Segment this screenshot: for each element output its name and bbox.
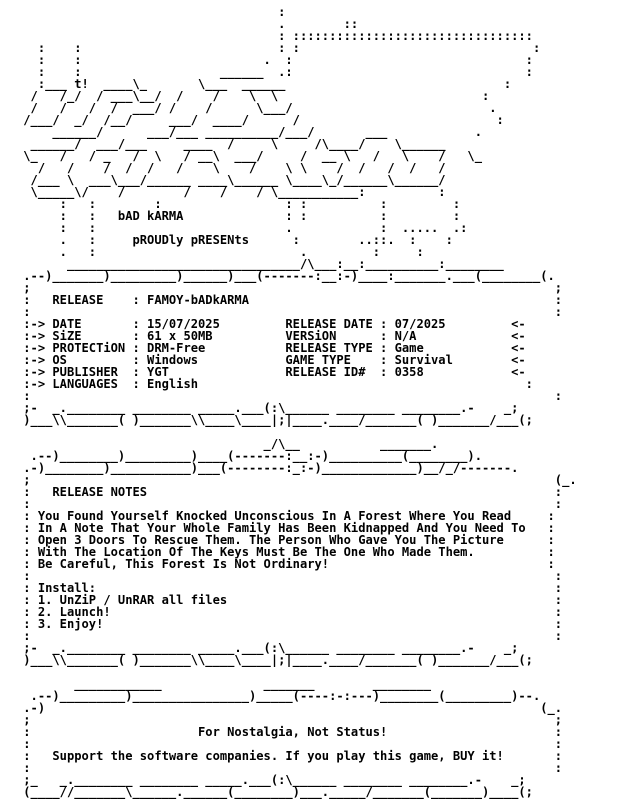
nfo-line: : : — [16, 761, 563, 775]
nfo-line: .-) (_. — [16, 701, 563, 715]
nfo-line: \_ / / _ / \ / __\ ___/ / __ \ / \ / \_ — [16, 149, 482, 163]
nfo-line: / / / / ___/ / / \___/ . — [16, 101, 497, 115]
nfo-text: : . :: : :::::::::::::::::::::::::::::::… — [16, 5, 577, 799]
nfo-line: : Support the software companies. If you… — [16, 749, 563, 763]
nfo-line: : : — [16, 497, 563, 511]
nfo-line: / /_/ / ___\__/ / / \ \ : — [16, 89, 490, 103]
nfo-line: ; ; — [16, 281, 563, 295]
nfo-line: :-> LANGUAGES : English : — [16, 377, 533, 391]
nfo-line: /___/ _/ /__/ ___/ ____/ / : — [16, 113, 504, 127]
nfo-line: .--)_________)________________)_____(---… — [16, 689, 541, 703]
nfo-line: : : : : : : : — [16, 197, 461, 211]
nfo-line: \_____\/ / / / / \___________: : — [16, 185, 446, 199]
nfo-line: : : ______ .: : — [16, 65, 533, 79]
nfo-line: .--)_______)_________)______)___(-------… — [16, 269, 555, 283]
nfo-line: ;- _.________ ________ _____.___(:\_____… — [16, 641, 519, 655]
nfo-line: :-> DATE : 15/07/2025 RELEASE DATE : 07/… — [16, 317, 526, 331]
nfo-line: : : : : : — [16, 41, 541, 55]
nfo-line: . :: — [16, 17, 359, 31]
nfo-line: : : — [16, 569, 563, 583]
nfo-line: :___ t! ____\_ \___ ______ : — [16, 77, 512, 91]
nfo-line: . : pROUDly pRESENts : ..::. : : — [16, 233, 453, 247]
nfo-line: : : — [16, 737, 563, 751]
nfo-line: : : — [16, 305, 563, 319]
nfo-line: ______/ ___/___ __________/___/ ___ . — [16, 125, 482, 139]
nfo-line: .--)________)_________)____(-------:__:-… — [16, 449, 482, 463]
nfo-line: :-> PUBLISHER : YGT RELEASE ID# : 0358 <… — [16, 365, 526, 379]
nfo-line: ____________ _______ ________ — [16, 677, 432, 691]
nfo-line: : Install: : — [16, 581, 563, 595]
nfo-line: : Be Careful, This Forest Is Not Ordinar… — [16, 557, 555, 571]
nfo-line: : In A Note That Your Whole Family Has B… — [16, 521, 555, 535]
nfo-line: ; (_. — [16, 473, 577, 487]
nfo-line: : — [16, 5, 286, 19]
nfo-line: ; ; — [16, 713, 563, 727]
nfo-line: : : . : ..... .: — [16, 221, 468, 235]
nfo-line: .-)________)___________)___(--------:_:-… — [16, 461, 519, 475]
nfo-line: : 3. Enjoy! : — [16, 617, 563, 631]
nfo-line: : : bAD kARMA : : : : — [16, 209, 461, 223]
nfo-line: :-> SiZE : 61 x 50MB VERSiON : N/A <- — [16, 329, 526, 343]
nfo-line: : : . : : — [16, 53, 533, 67]
nfo-line: ;_ _.________ ________ _____.___(:\_____… — [16, 773, 526, 787]
nfo-line: : Open 3 Doors To Rescue Them. The Perso… — [16, 533, 555, 547]
nfo-line: : With The Location Of The Keys Must Be … — [16, 545, 555, 559]
nfo-line: ;- _.________ ________ _____.___(:\_____… — [16, 401, 519, 415]
nfo-line: / / / / / / \ / \ \ / / / / / — [16, 161, 446, 175]
nfo-line: : 1. UnZiP / UnRAR all files : — [16, 593, 563, 607]
nfo-line: _/\__ _______. — [16, 437, 439, 451]
nfo-line: . : . : : — [16, 245, 424, 259]
nfo-line: /___ \ ___\___/______ ____\______ \____\… — [16, 173, 446, 187]
nfo-line: )___\\_______( )_______\\____\____|;|___… — [16, 413, 533, 427]
nfo-line: : ::::::::::::::::::::::::::::::::: — [16, 29, 533, 43]
nfo-line: :-> OS : Windows GAME TYPE : Survival <- — [16, 353, 526, 367]
nfo-line: : : — [16, 389, 563, 403]
nfo-line: : RELEASE : FAMOY-bADkARMA : — [16, 293, 563, 307]
nfo-line: : : — [16, 629, 563, 643]
nfo-line: : For Nostalgia, Not Status! : — [16, 725, 563, 739]
nfo-line: )___\\_______( )_______\\____\____|;|___… — [16, 653, 533, 667]
nfo-line: (____//_______\______.______(________)__… — [16, 785, 533, 799]
nfo-line: :-> PROTECTiON : DRM-Free RELEASE TYPE :… — [16, 341, 526, 355]
nfo-line: ________________________________/\___:__… — [16, 257, 504, 271]
nfo-line: : 2. Launch! : — [16, 605, 563, 619]
nfo-line: : RELEASE NOTES : — [16, 485, 563, 499]
nfo-line: : You Found Yourself Knocked Unconscious… — [16, 509, 555, 523]
nfo-line: ______/ ___/___ ____ / \ /\____/ \______ — [16, 137, 446, 151]
